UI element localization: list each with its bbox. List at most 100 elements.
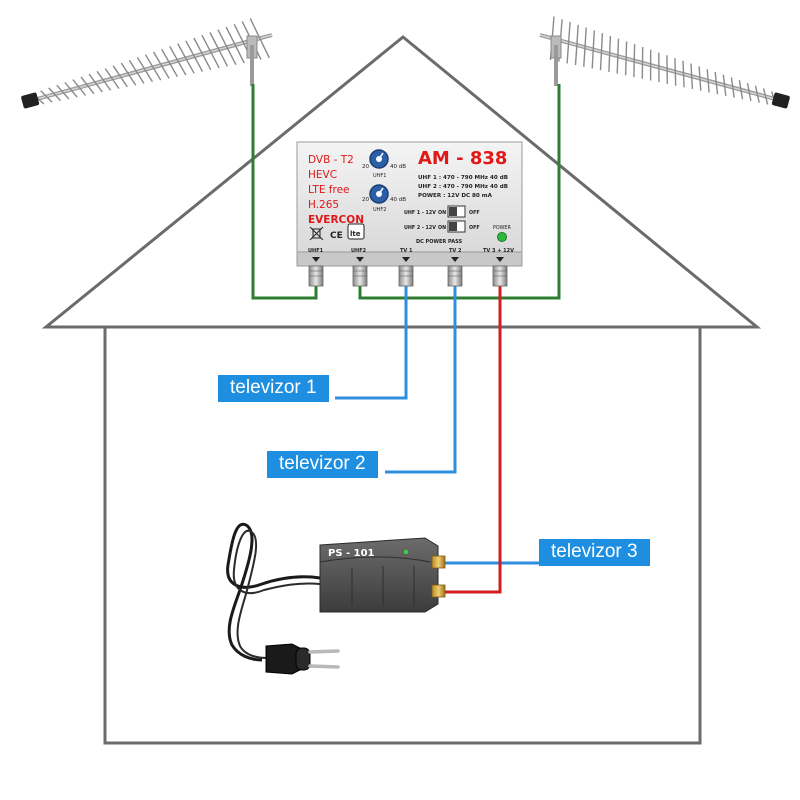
antenna-element — [217, 29, 237, 66]
house-walls — [103, 325, 702, 745]
antenna-element — [80, 76, 95, 95]
switch-uhf2-12v[interactable]: UHF 2 - 12V ON OFF — [404, 220, 480, 233]
gain-knob-uhf2[interactable]: 20 40 dB UHF2 — [362, 184, 406, 213]
antenna-element — [738, 80, 744, 100]
power-led-label: POWER — [493, 225, 511, 231]
arrow-down-icon — [312, 257, 320, 262]
antenna-element — [608, 35, 612, 72]
tv1-cable — [335, 285, 408, 400]
antenna-cable-right — [358, 84, 561, 300]
antenna-element — [574, 24, 579, 66]
antenna-element — [762, 88, 769, 105]
port-label-tv3: TV 3 + 12V — [483, 248, 514, 254]
svg-text:40 dB: 40 dB — [390, 197, 406, 203]
antenna-element — [112, 65, 128, 88]
antenna-element — [682, 60, 685, 88]
antenna-element — [583, 27, 587, 67]
antenna-cable-left — [251, 84, 318, 300]
antenna-element — [591, 30, 595, 69]
arrow-down-icon — [402, 257, 410, 262]
antenna-element — [690, 63, 694, 90]
spec-uhf2: UHF 2 : 470 - 790 MHz 40 dB — [418, 184, 508, 190]
antenna-element — [706, 69, 710, 93]
antenna-element — [633, 44, 636, 78]
svg-text:UHF1: UHF1 — [373, 173, 386, 179]
port-label-tv1: TV 1 — [400, 248, 413, 254]
ps-connector-bottom[interactable] — [431, 584, 446, 598]
arrow-down-icon — [451, 257, 459, 262]
brand-name: EVERCON — [308, 214, 364, 226]
antenna-element — [599, 33, 604, 71]
antenna-cables — [251, 84, 561, 300]
f-connector-tv3[interactable] — [492, 265, 508, 287]
svg-text:UHF 2 - 12V: UHF 2 - 12V — [404, 225, 436, 231]
antenna-element — [674, 58, 677, 86]
tv-label-2: televizor 2 — [267, 451, 378, 478]
f-connector-uhf1[interactable] — [308, 265, 324, 287]
port-label-tv2: TV 2 — [449, 248, 462, 254]
antenna-element — [160, 48, 179, 78]
port-label-uhf2: UHF2 — [351, 248, 367, 254]
svg-text:ON: ON — [438, 210, 446, 216]
svg-text:OFF: OFF — [469, 225, 480, 231]
antenna-element — [96, 70, 112, 91]
power-cable — [443, 285, 502, 594]
antenna-element — [730, 77, 735, 98]
antenna-element — [616, 38, 620, 74]
house — [41, 35, 762, 745]
antenna-element — [48, 87, 62, 102]
power-supply-model: PS - 101 — [328, 548, 375, 559]
antenna-element — [177, 43, 195, 74]
power-led — [497, 232, 507, 242]
antenna-element — [624, 41, 628, 76]
tv-label-3: televizor 3 — [539, 539, 650, 566]
antenna-element — [201, 34, 220, 69]
svg-text:ON: ON — [438, 225, 446, 231]
ce-mark-icon: CE — [330, 231, 343, 241]
svg-text:20: 20 — [362, 164, 369, 170]
antenna-element — [185, 40, 204, 72]
antenna-element — [746, 82, 752, 102]
antenna-element — [136, 57, 153, 83]
antenna-element — [40, 90, 53, 103]
feature-lte-free: LTE free — [308, 184, 350, 196]
svg-text:40 dB: 40 dB — [390, 164, 406, 170]
f-connector-uhf2[interactable] — [352, 265, 368, 287]
antenna-element — [249, 18, 270, 59]
antenna-right — [539, 16, 790, 109]
feature-hevc: HEVC — [308, 169, 337, 181]
svg-text:UHF2: UHF2 — [373, 207, 386, 213]
weee-icon — [309, 226, 324, 241]
antenna-element — [714, 71, 719, 95]
svg-text:OFF: OFF — [469, 210, 480, 216]
feature-h265: H.265 — [308, 199, 339, 211]
power-supply-led — [403, 549, 409, 555]
antenna-element — [169, 45, 187, 76]
mains-cord — [226, 522, 321, 662]
antenna-element — [72, 79, 87, 96]
antenna-element — [225, 26, 245, 64]
svg-text:UHF 1 - 12V: UHF 1 - 12V — [404, 210, 436, 216]
gain-knob-uhf1[interactable]: 20 40 dB UHF1 — [362, 149, 406, 179]
ps-connector-top[interactable] — [431, 555, 446, 569]
antenna-element — [566, 21, 571, 64]
antenna-element — [64, 81, 78, 98]
antenna-left — [21, 18, 273, 109]
feature-dvb-t2: DVB - T2 — [308, 154, 354, 166]
tv-label-1: televizor 1 — [218, 375, 329, 402]
power-supply-ps-101: PS - 101 — [226, 522, 446, 675]
arrow-down-icon — [496, 257, 504, 262]
f-connector-tv1[interactable] — [398, 265, 414, 287]
switch-uhf1-12v[interactable]: UHF 1 - 12V ON OFF — [404, 205, 480, 218]
antenna-element — [209, 32, 229, 67]
arrow-down-icon — [356, 257, 364, 262]
spec-uhf1: UHF 1 : 470 - 790 MHz 40 dB — [418, 175, 508, 181]
lte-logo: lte — [347, 223, 365, 240]
antenna-element — [56, 84, 70, 100]
antenna-element — [104, 68, 120, 89]
antenna-element — [722, 74, 727, 96]
dc-power-pass-label: DC POWER PASS — [416, 239, 462, 245]
antenna-element — [754, 85, 760, 103]
f-connector-tv2[interactable] — [447, 265, 463, 287]
